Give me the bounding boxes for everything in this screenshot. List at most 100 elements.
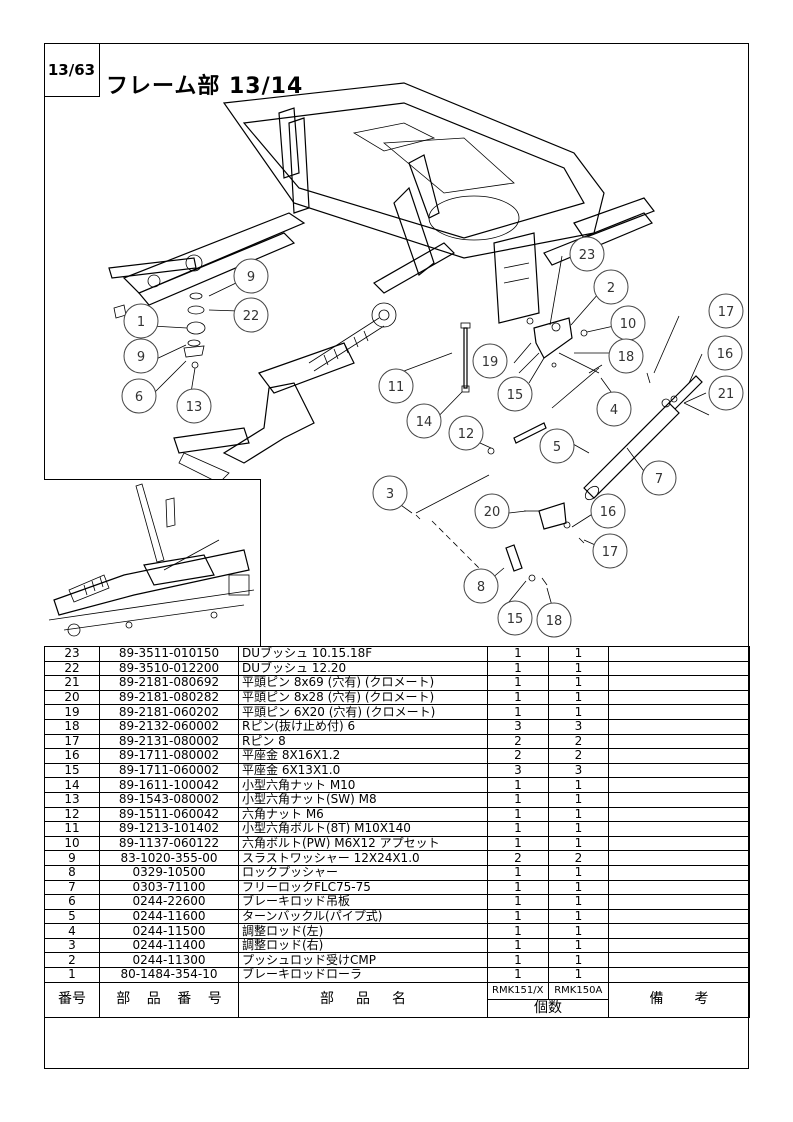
row-number: 12 <box>44 806 100 823</box>
row-part-number: 89-2181-060202 <box>99 704 239 720</box>
row-remarks <box>608 864 750 881</box>
callout-1: 1 <box>123 303 159 339</box>
callout-23: 23 <box>569 236 605 272</box>
exploded-parts-diagram: 1 2 3 4 5 6 7 8 9 9 10 11 12 13 14 15 15… <box>108 82 744 638</box>
callout-9a: 9 <box>233 258 269 294</box>
row-qty-model-1: 3 <box>487 718 549 735</box>
svg-text:15: 15 <box>507 388 524 403</box>
callout-9b: 9 <box>123 338 159 374</box>
row-part-number: 89-1213-101402 <box>99 821 239 837</box>
row-qty-model-1: 1 <box>487 821 549 837</box>
page-number: 13/63 <box>44 43 100 97</box>
row-part-number: 0244-22600 <box>99 894 239 910</box>
svg-text:14: 14 <box>416 415 433 430</box>
row-remarks <box>608 821 750 837</box>
row-part-name: 平頭ピン 6X20 (穴有) (クロメート) <box>238 704 488 720</box>
row-part-name: フリーロックFLC75-75 <box>238 879 488 896</box>
header-remarks-char: 考 <box>694 991 709 1008</box>
row-part-number: 83-1020-355-00 <box>99 850 239 866</box>
row-part-number: 80-1484-354-10 <box>99 967 239 983</box>
row-remarks <box>608 646 750 662</box>
row-qty-model-2: 2 <box>548 850 609 866</box>
row-part-name: プッシュロッド受けCMP <box>238 952 488 969</box>
row-remarks <box>608 718 750 735</box>
svg-text:17: 17 <box>718 305 735 320</box>
svg-text:23: 23 <box>579 248 596 263</box>
row-qty-model-1: 1 <box>487 894 549 910</box>
callout-15a: 15 <box>497 376 533 412</box>
row-number: 15 <box>44 762 100 779</box>
row-remarks <box>608 777 750 793</box>
row-qty-model-1: 1 <box>487 967 549 983</box>
svg-text:18: 18 <box>546 614 563 629</box>
callout-22: 22 <box>233 297 269 333</box>
row-part-name: DUブッシュ 12.20 <box>238 660 488 677</box>
row-qty-model-2: 3 <box>548 762 609 779</box>
row-part-number: 89-2132-060002 <box>99 718 239 735</box>
row-part-name: 小型六角ナット M10 <box>238 777 488 793</box>
row-part-name: 平座金 6X13X1.0 <box>238 762 488 779</box>
row-qty-model-2: 1 <box>548 937 609 954</box>
header-part-name-char: 部 <box>320 991 334 1008</box>
row-number: 14 <box>44 777 100 793</box>
row-part-number: 0244-11300 <box>99 952 239 969</box>
row-number: 18 <box>44 718 100 735</box>
callout-19: 19 <box>472 343 508 379</box>
svg-text:9: 9 <box>137 350 145 365</box>
row-number: 21 <box>44 675 100 691</box>
row-part-number: 0244-11400 <box>99 937 239 954</box>
row-qty-model-1: 1 <box>487 864 549 881</box>
row-qty-model-1: 1 <box>487 777 549 793</box>
svg-text:3: 3 <box>386 487 394 502</box>
row-number: 19 <box>44 704 100 720</box>
callout-8: 8 <box>463 568 499 604</box>
callout-6: 6 <box>121 378 157 414</box>
row-remarks <box>608 952 750 969</box>
row-qty-model-1: 1 <box>487 704 549 720</box>
header-model-2: RMK150A <box>554 984 603 996</box>
header-qty-label: 個数 <box>534 999 562 1016</box>
row-qty-model-1: 1 <box>487 923 549 939</box>
row-qty-model-1: 2 <box>487 733 549 750</box>
row-number: 16 <box>44 748 100 764</box>
row-part-name: 六角ナット M6 <box>238 806 488 823</box>
frame-drawing <box>108 82 710 614</box>
row-number: 2 <box>44 952 100 969</box>
row-part-number: 89-3510-012200 <box>99 660 239 677</box>
row-qty-model-1: 1 <box>487 791 549 808</box>
row-qty-model-1: 1 <box>487 660 549 677</box>
header-part-no-char: 部 <box>116 991 131 1008</box>
svg-text:18: 18 <box>618 350 635 365</box>
row-part-name: Rピン(抜け止め付) 6 <box>238 718 488 735</box>
row-qty-model-2: 1 <box>548 894 609 910</box>
row-remarks <box>608 660 750 677</box>
row-part-number: 89-1543-080002 <box>99 791 239 808</box>
row-remarks <box>608 704 750 720</box>
header-quantity: RMK151/X RMK150A 個数 <box>487 981 609 1018</box>
row-part-number: 0244-11500 <box>99 923 239 939</box>
row-qty-model-1: 1 <box>487 646 549 662</box>
svg-text:5: 5 <box>553 440 561 455</box>
callout-16b: 16 <box>590 493 626 529</box>
callout-3: 3 <box>372 475 408 511</box>
row-qty-model-1: 2 <box>487 850 549 866</box>
row-qty-model-1: 3 <box>487 762 549 779</box>
row-remarks <box>608 748 750 764</box>
row-part-number: 0329-10500 <box>99 864 239 881</box>
svg-text:16: 16 <box>600 505 617 520</box>
row-qty-model-2: 1 <box>548 689 609 706</box>
row-part-name: DUブッシュ 10.15.18F <box>238 646 488 662</box>
row-remarks <box>608 908 750 925</box>
